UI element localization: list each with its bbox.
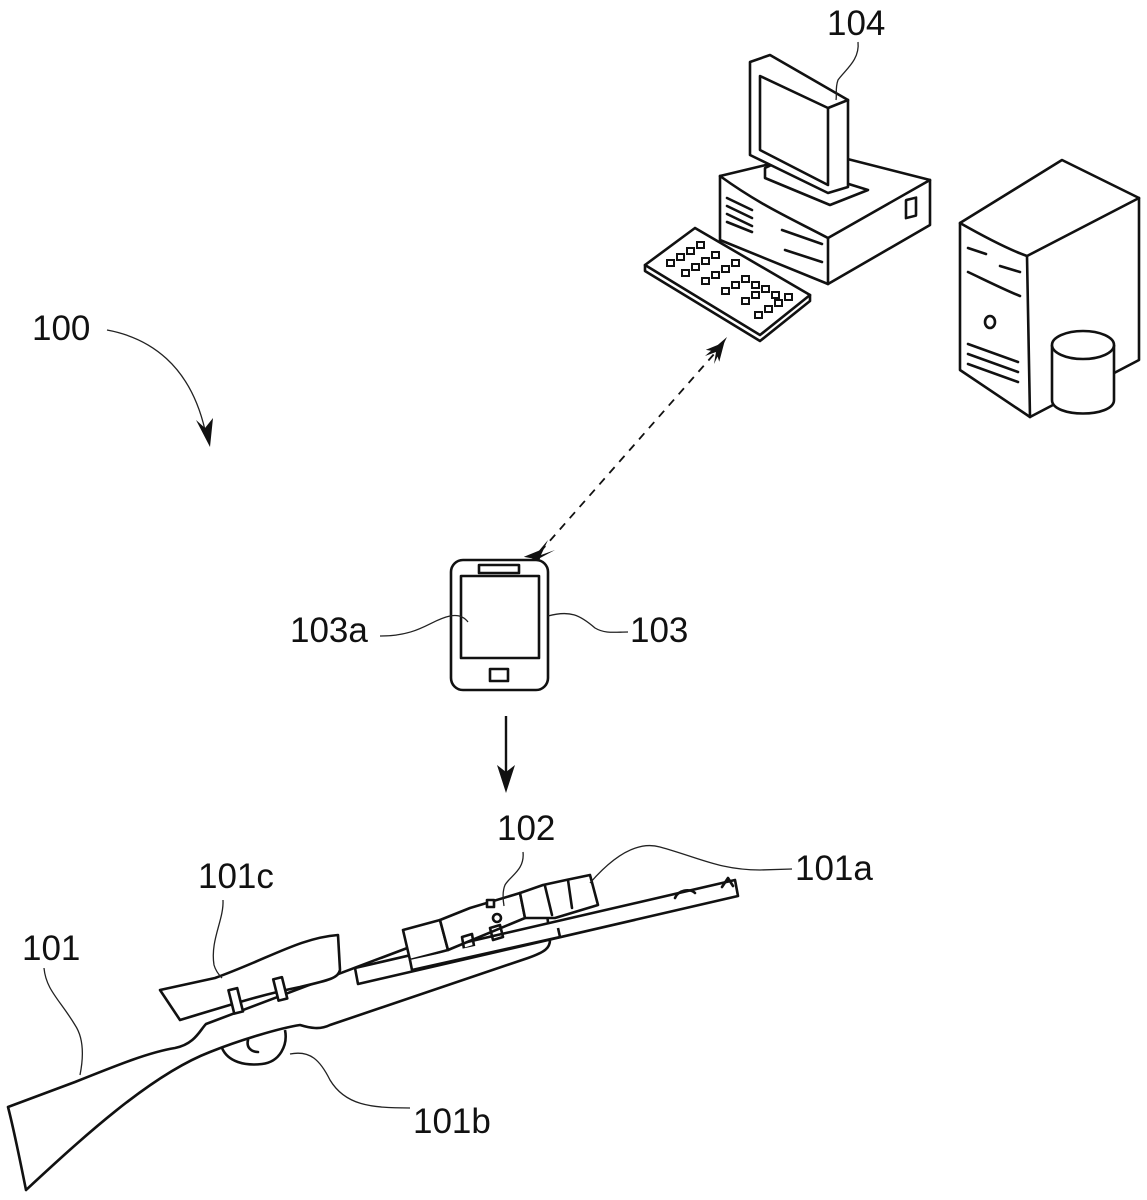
desktop-computer-icon [643, 53, 932, 343]
label-sensor-device: 102 [497, 809, 555, 848]
label-mobile-display: 103a [290, 611, 368, 650]
label-firearm: 101 [22, 929, 80, 968]
leader-trigger [289, 1052, 411, 1109]
system-pointer-arrow [106, 329, 206, 431]
system-pointer-arrowhead [196, 418, 213, 447]
label-scope: 101c [198, 857, 274, 896]
leader-sensor-device [502, 851, 524, 907]
leader-server [835, 41, 859, 101]
link-arrowhead-sensor [497, 765, 515, 793]
leader-mobile-display [379, 614, 469, 637]
link-arrowhead-server [705, 337, 727, 364]
mobile-terminal-icon [449, 558, 550, 692]
leader-mobile-terminal [547, 612, 629, 633]
label-scope-mount: 101a [795, 849, 873, 888]
leader-scope-mount [589, 845, 793, 884]
leader-firearm [43, 967, 84, 1076]
server-tower-icon [958, 158, 1141, 419]
label-trigger: 101b [413, 1102, 491, 1141]
rifle-icon [6, 873, 740, 1192]
leader-scope [212, 899, 224, 979]
label-mobile-terminal: 103 [630, 611, 688, 650]
link-mobile-to-server [523, 342, 725, 569]
label-server: 104 [827, 4, 885, 43]
label-system: 100 [32, 309, 90, 348]
